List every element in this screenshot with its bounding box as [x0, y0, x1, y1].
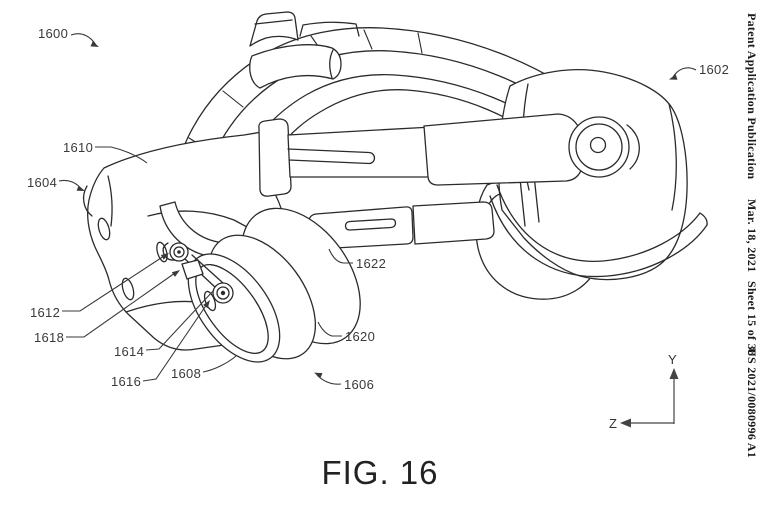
sidebar-date-text: Mar. 18, 2021 [745, 199, 759, 272]
ref-label-1602: 1602 [699, 62, 729, 77]
ref-label-1610: 1610 [63, 140, 93, 155]
sidebar-publication-text: Patent Application Publication [739, 13, 759, 179]
axis-up-arrow-icon [670, 368, 679, 379]
ref-label-1616: 1616 [111, 374, 141, 389]
ref-label-1604: 1604 [27, 175, 57, 190]
sidebar-date-sheet-text: Mar. 18, 2021Sheet 15 of 38 [739, 199, 759, 357]
lower-strap-arm [309, 202, 494, 249]
figure-caption: FIG. 16 [300, 454, 460, 492]
ref-label-1606: 1606 [344, 377, 374, 392]
axis-left-arrow-icon [620, 419, 631, 428]
ref-label-1622: 1622 [356, 256, 386, 271]
ref-label-1614: 1614 [114, 344, 144, 359]
ref-label-1618: 1618 [34, 330, 64, 345]
halo-front-pad [250, 45, 341, 88]
ref-label-1608: 1608 [171, 366, 201, 381]
axis-z-label: Z [609, 416, 617, 431]
sidebar-sheet-text: Sheet 15 of 38 [745, 281, 759, 356]
axis-y-label: Y [668, 352, 677, 367]
ref-label-1612: 1612 [30, 305, 60, 320]
axis-indicator [620, 368, 679, 428]
ref-label-1620: 1620 [345, 329, 375, 344]
ref-label-1600: 1600 [38, 26, 68, 41]
sidebar-docnumber-text: US 2021/0080996 A1 [739, 348, 759, 458]
